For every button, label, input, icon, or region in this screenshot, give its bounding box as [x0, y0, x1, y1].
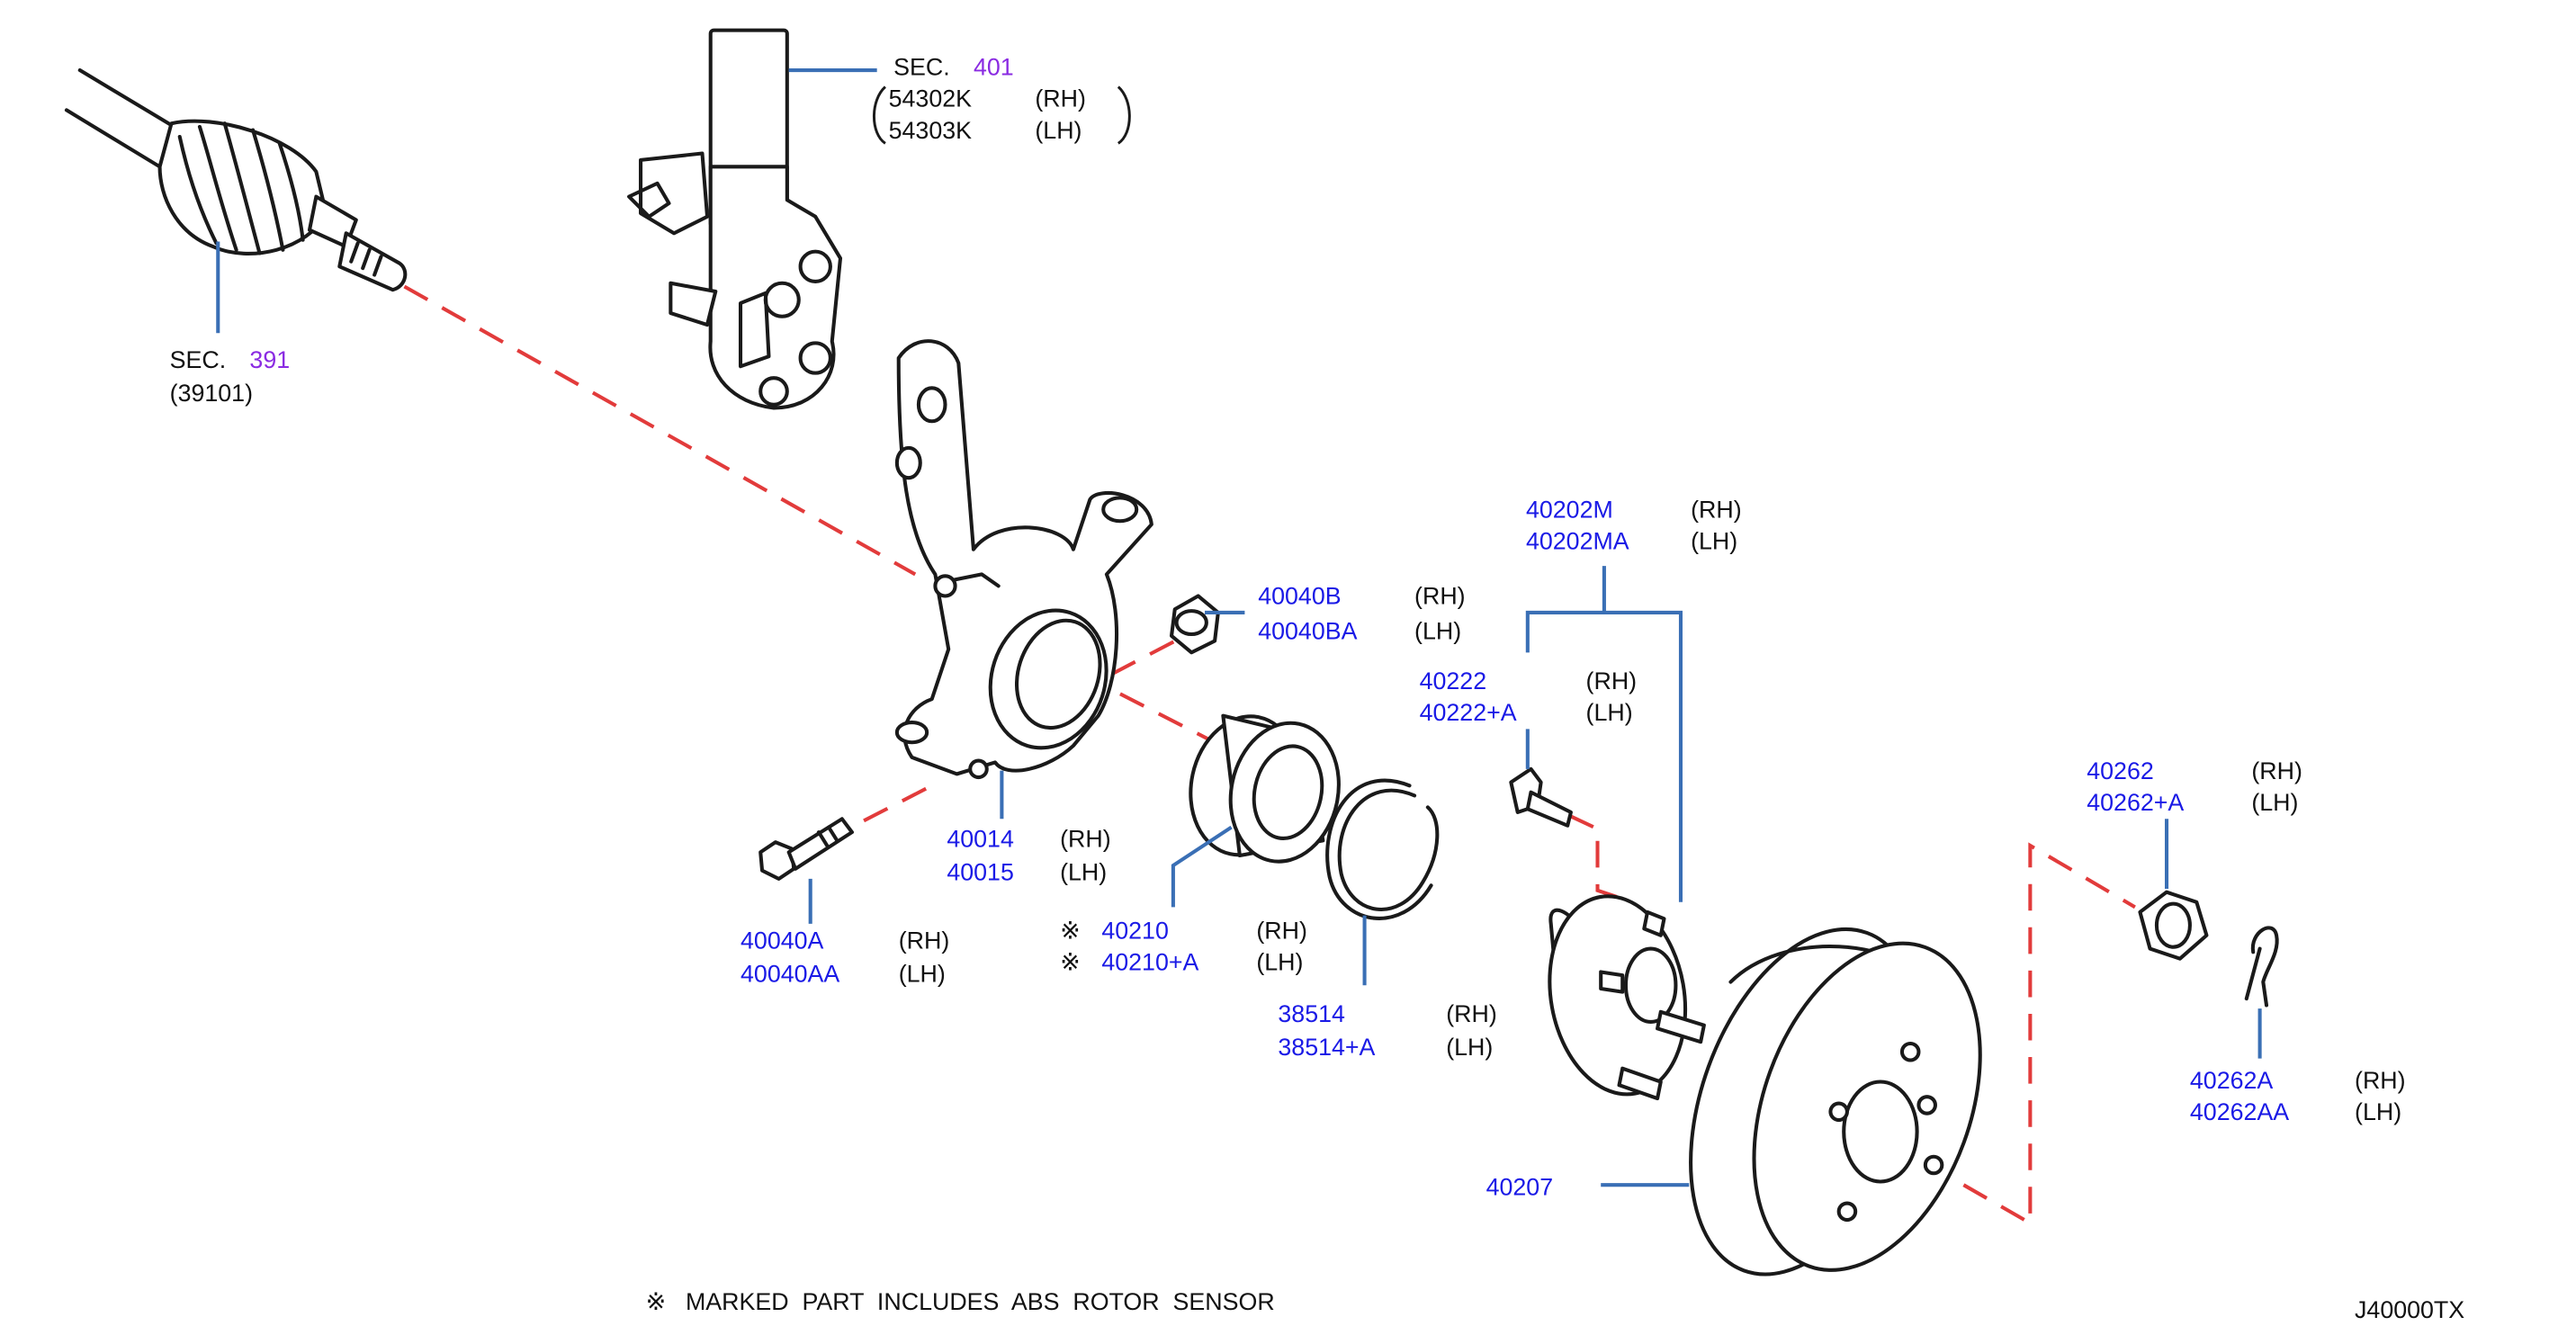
- knuckle-callout[interactable]: 40014 (RH) 40015 (LH): [947, 826, 1110, 886]
- part-number-40040aa[interactable]: 40040AA: [740, 961, 839, 988]
- part-number-40014[interactable]: 40014: [947, 826, 1014, 853]
- side-rh: (RH): [1414, 583, 1466, 610]
- part-number-38514[interactable]: 38514: [1278, 1000, 1345, 1027]
- sec401-right-paren: [1117, 85, 1131, 145]
- bolt-callout[interactable]: 40040A (RH) 40040AA (LH): [740, 927, 949, 988]
- part-number-40040a[interactable]: 40040A: [740, 927, 824, 954]
- side-rh: (RH): [2251, 757, 2302, 784]
- rotor-callout[interactable]: 40207: [1486, 1173, 1554, 1200]
- nut-40040b-callout[interactable]: 40040B (RH) 40040BA (LH): [1258, 583, 1465, 645]
- leader-lines: [216, 68, 2262, 1187]
- side-rh: (RH): [899, 927, 950, 954]
- wheel-bearing[interactable]: [1178, 706, 1351, 872]
- part-number-38514a[interactable]: 38514+A: [1278, 1034, 1375, 1061]
- sec401-code-rh: 54302K: [889, 85, 973, 112]
- side-lh: (LH): [1414, 618, 1461, 645]
- side-lh: (LH): [899, 961, 946, 988]
- part-number-40210a[interactable]: 40210+A: [1101, 949, 1198, 976]
- side-lh: (LH): [1586, 699, 1633, 726]
- part-number-40210[interactable]: 40210: [1101, 917, 1169, 944]
- sec-401-callout[interactable]: SEC. 401 54302K (RH) 54303K (LH): [889, 54, 1086, 144]
- side-lh: (LH): [1060, 859, 1107, 886]
- snap-ring[interactable]: [1325, 778, 1440, 920]
- sec391-number[interactable]: 391: [249, 346, 290, 373]
- part-number-40015[interactable]: 40015: [947, 859, 1014, 886]
- part-number-40222[interactable]: 40222: [1420, 668, 1487, 694]
- hub-callout[interactable]: 40202M (RH) 40202MA (LH): [1526, 497, 1742, 555]
- hub-nut-callout[interactable]: 40262 (RH) 40262+A (LH): [2087, 757, 2302, 816]
- side-lh: (LH): [1256, 949, 1303, 976]
- hub-bolt-callout[interactable]: 40222 (RH) 40222+A (LH): [1420, 668, 1638, 726]
- side-lh: (LH): [2251, 789, 2298, 816]
- abs-mark-icon: ※: [1060, 949, 1080, 976]
- bolt-40040a[interactable]: [758, 817, 854, 881]
- part-number-40262[interactable]: 40262: [2087, 757, 2154, 784]
- part-number-40207[interactable]: 40207: [1486, 1173, 1554, 1200]
- abs-mark-icon: ※: [1060, 917, 1080, 944]
- side-rh: (RH): [1060, 826, 1111, 853]
- footnote: ※ MARKED PART INCLUDES ABS ROTOR SENSOR: [646, 1288, 1275, 1315]
- wheel-hub[interactable]: [1535, 885, 1706, 1105]
- snap-ring-callout[interactable]: 38514 (RH) 38514+A (LH): [1278, 1000, 1496, 1061]
- diagram-id: J40000TX: [2355, 1296, 2464, 1323]
- part-number-40262a-nut[interactable]: 40262+A: [2087, 789, 2184, 816]
- note-symbol-icon: ※: [646, 1288, 666, 1315]
- drive-shaft[interactable]: [64, 68, 408, 292]
- cotter-pin-callout[interactable]: 40262A (RH) 40262AA (LH): [2190, 1067, 2406, 1125]
- part-number-40262aa[interactable]: 40262AA: [2190, 1098, 2289, 1125]
- side-lh: (LH): [1446, 1034, 1493, 1061]
- part-number-40040b[interactable]: 40040B: [1258, 583, 1341, 610]
- side-rh: (RH): [1446, 1000, 1497, 1027]
- sec391-prefix: SEC.: [170, 346, 227, 373]
- sec401-side-rh: (RH): [1035, 85, 1086, 112]
- steering-knuckle[interactable]: [894, 339, 1153, 780]
- side-rh: (RH): [1256, 917, 1307, 944]
- hub-nut[interactable]: [2138, 890, 2209, 961]
- part-number-40202ma[interactable]: 40202MA: [1526, 528, 1629, 555]
- sec391-code: (39101): [170, 380, 253, 407]
- part-number-40040ba[interactable]: 40040BA: [1258, 618, 1357, 645]
- sec-391-callout[interactable]: SEC. 391 (39101): [170, 346, 290, 407]
- cotter-pin[interactable]: [2244, 926, 2279, 1008]
- hub-bolt-40222[interactable]: [1509, 766, 1573, 828]
- side-rh: (RH): [2355, 1067, 2406, 1094]
- strut-assembly[interactable]: [627, 28, 843, 410]
- bearing-callout[interactable]: ※ 40210 (RH) ※ 40210+A (LH): [1060, 917, 1307, 975]
- part-number-40202m[interactable]: 40202M: [1526, 497, 1613, 524]
- brake-rotor[interactable]: [1647, 898, 2023, 1306]
- sec401-prefix: SEC.: [893, 54, 950, 81]
- side-rh: (RH): [1586, 668, 1638, 694]
- side-lh: (LH): [2355, 1098, 2401, 1125]
- sec401-side-lh: (LH): [1035, 117, 1082, 144]
- sec401-code-lh: 54303K: [889, 117, 973, 144]
- side-lh: (LH): [1691, 528, 1737, 555]
- nut-40040b[interactable]: [1170, 594, 1220, 655]
- side-rh: (RH): [1691, 497, 1742, 524]
- sec401-left-paren: [873, 85, 886, 145]
- part-number-40222a[interactable]: 40222+A: [1420, 699, 1517, 726]
- part-number-40262a[interactable]: 40262A: [2190, 1067, 2274, 1094]
- note-text: MARKED PART INCLUDES ABS ROTOR SENSOR: [686, 1288, 1275, 1315]
- sec401-number[interactable]: 401: [974, 54, 1014, 81]
